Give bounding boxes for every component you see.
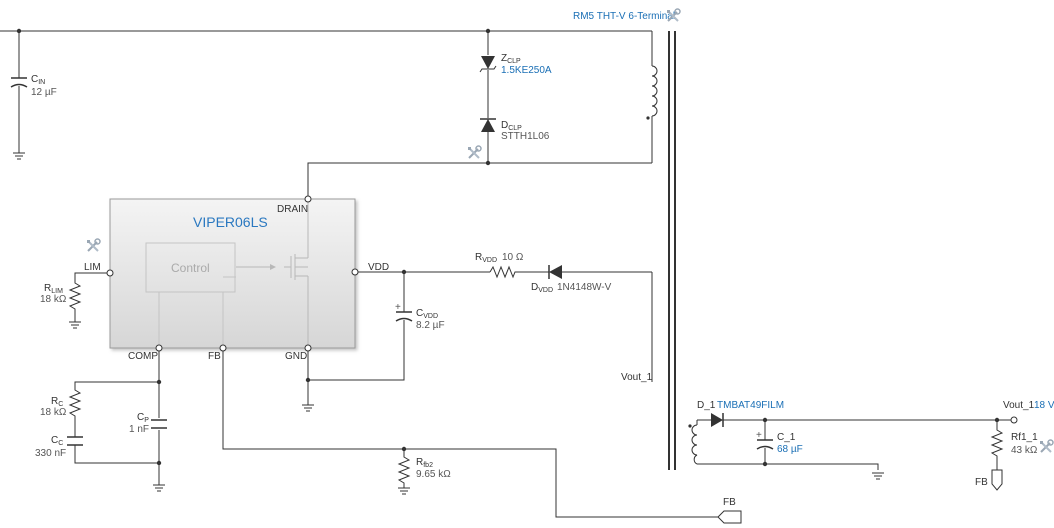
vout-out-net-label: Vout_1	[1003, 400, 1035, 411]
pin-vdd-label: VDD	[368, 262, 389, 273]
pin-drain[interactable]	[304, 195, 312, 203]
diode-d-vdd[interactable]	[548, 265, 652, 279]
junction-dot	[762, 461, 768, 467]
ic-name: VIPER06LS	[193, 214, 268, 230]
resistor-r-fb2[interactable]	[397, 449, 411, 495]
vout-aux-net-label: Vout_1	[621, 372, 653, 383]
d-vdd-value: 1N4148W-V	[557, 282, 612, 293]
c-in-value: 12 µF	[31, 87, 57, 98]
ic-viper06ls[interactable]	[109, 198, 356, 349]
fb-flag-label: FB	[975, 477, 988, 488]
pin-fb-label: FB	[208, 351, 221, 362]
control-label: Control	[171, 261, 210, 275]
primary-winding[interactable]	[646, 31, 658, 163]
z-clp-ref: ZCLP	[501, 53, 521, 65]
pin-gnd-label: GND	[285, 351, 307, 362]
diode-d-1[interactable]	[697, 413, 1011, 427]
c-c-value: 330 nF	[35, 448, 66, 459]
drain-net-wire	[307, 162, 652, 199]
ground-icon	[152, 484, 166, 492]
rf1-1-ref: Rf1_1	[1011, 432, 1038, 443]
ground-icon	[68, 321, 82, 329]
capacitor-c-c[interactable]	[67, 436, 159, 464]
r-lim-ref: RLIM	[44, 283, 63, 295]
wrench-screwdriver-icon[interactable]	[86, 238, 101, 252]
pin-drain-label: DRAIN	[277, 204, 308, 215]
rf1-1-value: 43 kΩ	[1011, 445, 1038, 456]
fb-port-label: FB	[723, 497, 736, 508]
capacitor-c-1[interactable]: +	[756, 420, 774, 464]
resistor-r-c[interactable]	[68, 381, 159, 437]
resistor-rf1-1[interactable]	[990, 420, 1004, 491]
capacitor-c-in[interactable]	[10, 31, 28, 160]
d-clp-ref: DCLP	[501, 120, 522, 132]
zener-z-clp[interactable]	[479, 31, 497, 118]
c-c-ref: CC	[51, 435, 63, 447]
c-p-value: 1 nF	[129, 424, 149, 435]
vout-voltage[interactable]: 18 V	[1034, 400, 1054, 411]
pin-lim-label: LIM	[84, 262, 101, 273]
r-c-value: 18 kΩ	[40, 407, 67, 418]
transformer-core[interactable]	[668, 31, 676, 470]
vout-terminal[interactable]	[1010, 416, 1018, 424]
secondary-winding[interactable]	[688, 420, 885, 480]
fb-net-wire	[222, 351, 718, 518]
d-1-value[interactable]: TMBAT49FILM	[717, 400, 784, 411]
d-clp-value: STTH1L06	[501, 131, 550, 142]
r-vdd-ref: RVDD	[475, 252, 497, 264]
junction-dot	[485, 160, 491, 166]
pin-vdd[interactable]	[351, 268, 359, 276]
r-lim-value: 18 kΩ	[40, 294, 67, 305]
ground-icon	[871, 472, 885, 480]
control-block	[145, 242, 236, 293]
z-clp-value[interactable]: 1.5KE250A	[501, 65, 552, 76]
d-1-ref: D_1	[697, 400, 716, 411]
c-1-value[interactable]: 68 µF	[777, 444, 803, 455]
transformer-part[interactable]: RM5 THT-V 6-Terminal	[573, 11, 675, 22]
c-vdd-ref: CVDD	[416, 308, 438, 320]
svg-text:+: +	[756, 430, 762, 441]
c-p-ref: CP	[137, 412, 149, 424]
ground-icon	[301, 404, 315, 412]
internal-wires	[158, 276, 236, 348]
resistor-r-lim[interactable]	[68, 272, 107, 329]
r-fb2-value: 9.65 kΩ	[416, 469, 451, 480]
c-1-ref: C_1	[777, 432, 796, 443]
fb-port[interactable]	[717, 510, 742, 524]
ground-icon	[12, 152, 26, 160]
pin-comp-label: COMP	[128, 351, 158, 362]
resistor-r-vdd[interactable]	[489, 265, 549, 279]
r-c-ref: RC	[51, 396, 63, 408]
ground-icon	[397, 487, 411, 495]
pin-fb[interactable]	[219, 344, 227, 352]
pin-lim[interactable]	[106, 269, 114, 277]
junction-dot	[305, 377, 311, 383]
capacitor-c-p[interactable]	[151, 419, 167, 492]
wrench-screwdriver-icon[interactable]	[467, 145, 482, 159]
r-vdd-value: 10 Ω	[502, 252, 524, 263]
r-fb2-ref: Rfb2	[416, 457, 433, 469]
svg-text:+: +	[395, 302, 401, 313]
c-vdd-value: 8.2 µF	[416, 320, 445, 331]
diode-d-clp[interactable]	[480, 118, 496, 163]
wrench-screwdriver-icon[interactable]	[1039, 439, 1054, 453]
internal-mosfet	[236, 199, 309, 348]
d-vdd-ref: DVDD	[531, 282, 553, 294]
c-in-ref: CIN	[31, 74, 45, 86]
